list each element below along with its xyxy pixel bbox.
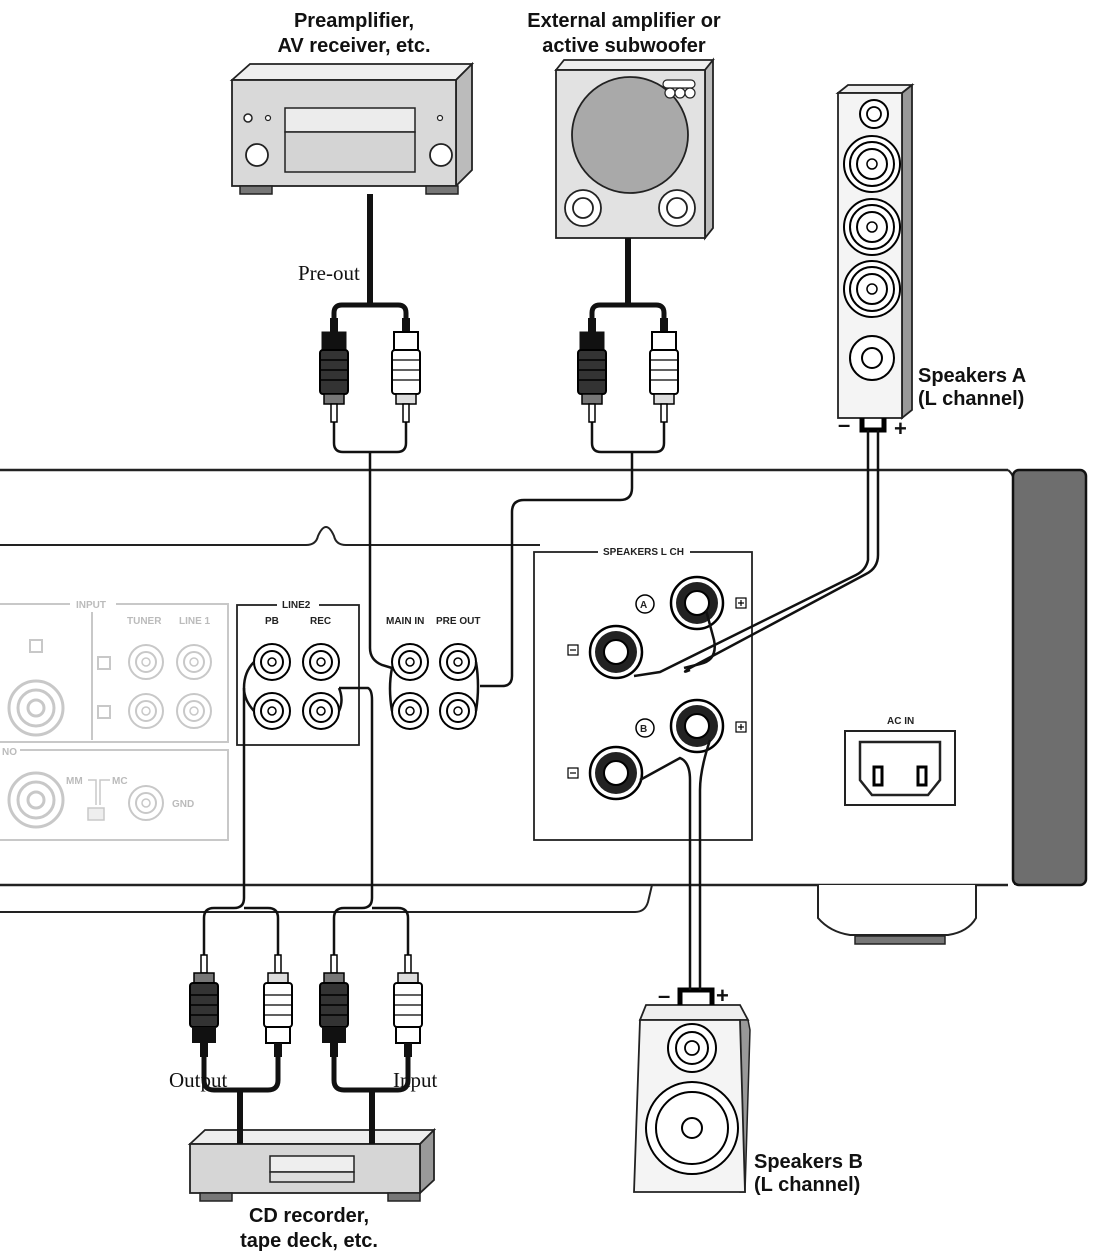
pb-label: PB — [265, 616, 279, 627]
main-in-label: MAIN IN — [386, 616, 424, 627]
speakers-lch-label: SPEAKERS L CH — [603, 547, 684, 558]
ac-in-label: AC IN — [887, 716, 914, 727]
recorder-label-line2: tape deck, etc. — [240, 1230, 378, 1252]
tower-driver-1 — [843, 135, 901, 193]
extamp-plug-left — [577, 317, 607, 423]
recorder-label-line1: CD recorder, — [249, 1205, 369, 1227]
input-label: INPUT — [76, 600, 106, 611]
input-block: INPUT TUNER LINE 1 NO MM MC GND — [0, 600, 229, 841]
line1-jack-bottom — [176, 693, 212, 729]
rec-jack-bottom — [302, 692, 340, 730]
speakers-a-plus: + — [894, 416, 907, 441]
preamp-label-line1: Preamplifier, — [294, 10, 414, 32]
preamplifier-device — [229, 61, 475, 195]
speakers-lch-block: SPEAKERS L CH A B — [533, 546, 753, 841]
tower-driver-3 — [843, 260, 901, 318]
line1-label: LINE 1 — [179, 616, 211, 627]
main-in-jack-top — [391, 643, 429, 681]
speakers-a-tower — [835, 83, 915, 433]
speaker-b-plus-terminal — [669, 698, 725, 754]
tuner-jack-bottom — [128, 693, 164, 729]
gnd-label: GND — [172, 799, 194, 810]
mm-label: MM — [66, 776, 83, 787]
terminal-a-label: A — [640, 600, 647, 611]
amplifier-rear-panel — [0, 468, 1088, 945]
recorder-input-plug-right — [393, 954, 423, 1058]
pb-jack-bottom — [253, 692, 291, 730]
preamp-plug-left — [319, 317, 349, 423]
tower-driver-2 — [843, 198, 901, 256]
recorder-output-plug-right — [263, 954, 293, 1058]
cd-recorder-device — [187, 1127, 437, 1202]
tuner-jack-top — [128, 644, 164, 680]
line1-jack-top — [176, 644, 212, 680]
speakers-b-label-line1: Speakers B — [754, 1151, 863, 1173]
speakers-b-plus: + — [716, 983, 729, 1008]
line2-block: LINE2 PB REC — [236, 599, 360, 746]
output-cable-label: Output — [169, 1068, 228, 1092]
main-in-pre-out-block: MAIN IN PRE OUT — [386, 616, 480, 730]
speakers-b-bookshelf — [633, 987, 751, 1193]
pre-out-label: PRE OUT — [436, 616, 480, 627]
ac-inlet: AC IN — [844, 716, 956, 806]
speakers-a-minus: – — [838, 412, 850, 437]
recorder-output-plug-left — [189, 954, 219, 1058]
input-cable-label: Input — [393, 1068, 437, 1092]
speakers-b-minus: – — [658, 983, 670, 1008]
speaker-a-plus-terminal — [669, 575, 725, 631]
speakers-b-label-line2: (L channel) — [754, 1174, 860, 1196]
phono-label: NO — [2, 747, 17, 758]
recorder-input-plug-left — [319, 954, 349, 1058]
subwoofer-device — [554, 57, 715, 241]
tuner-label: TUNER — [127, 616, 162, 627]
speakers-a-label-line2: (L channel) — [918, 388, 1024, 410]
pb-jack-top — [253, 643, 291, 681]
cables — [201, 194, 880, 1144]
preamp-label-line2: AV receiver, etc. — [277, 35, 430, 57]
pre-out-cable-label: Pre-out — [298, 261, 360, 285]
extamp-label-line1: External amplifier or — [527, 10, 721, 32]
line2-label: LINE2 — [282, 600, 311, 611]
pre-out-jack-bottom — [439, 692, 477, 730]
extamp-plug-right — [649, 317, 679, 423]
gnd-terminal — [128, 785, 164, 821]
preamp-plug-right — [391, 317, 421, 423]
mc-label: MC — [112, 776, 128, 787]
pre-out-jack-top — [439, 643, 477, 681]
speaker-b-minus-terminal — [588, 745, 644, 801]
extamp-label-line2: active subwoofer — [542, 35, 706, 57]
main-in-jack-bottom — [391, 692, 429, 730]
speaker-a-minus-terminal — [588, 624, 644, 680]
rec-label: REC — [310, 616, 331, 627]
speakers-a-label-line1: Speakers A — [918, 365, 1026, 387]
terminal-b-label: B — [640, 724, 647, 735]
rec-jack-top — [302, 643, 340, 681]
